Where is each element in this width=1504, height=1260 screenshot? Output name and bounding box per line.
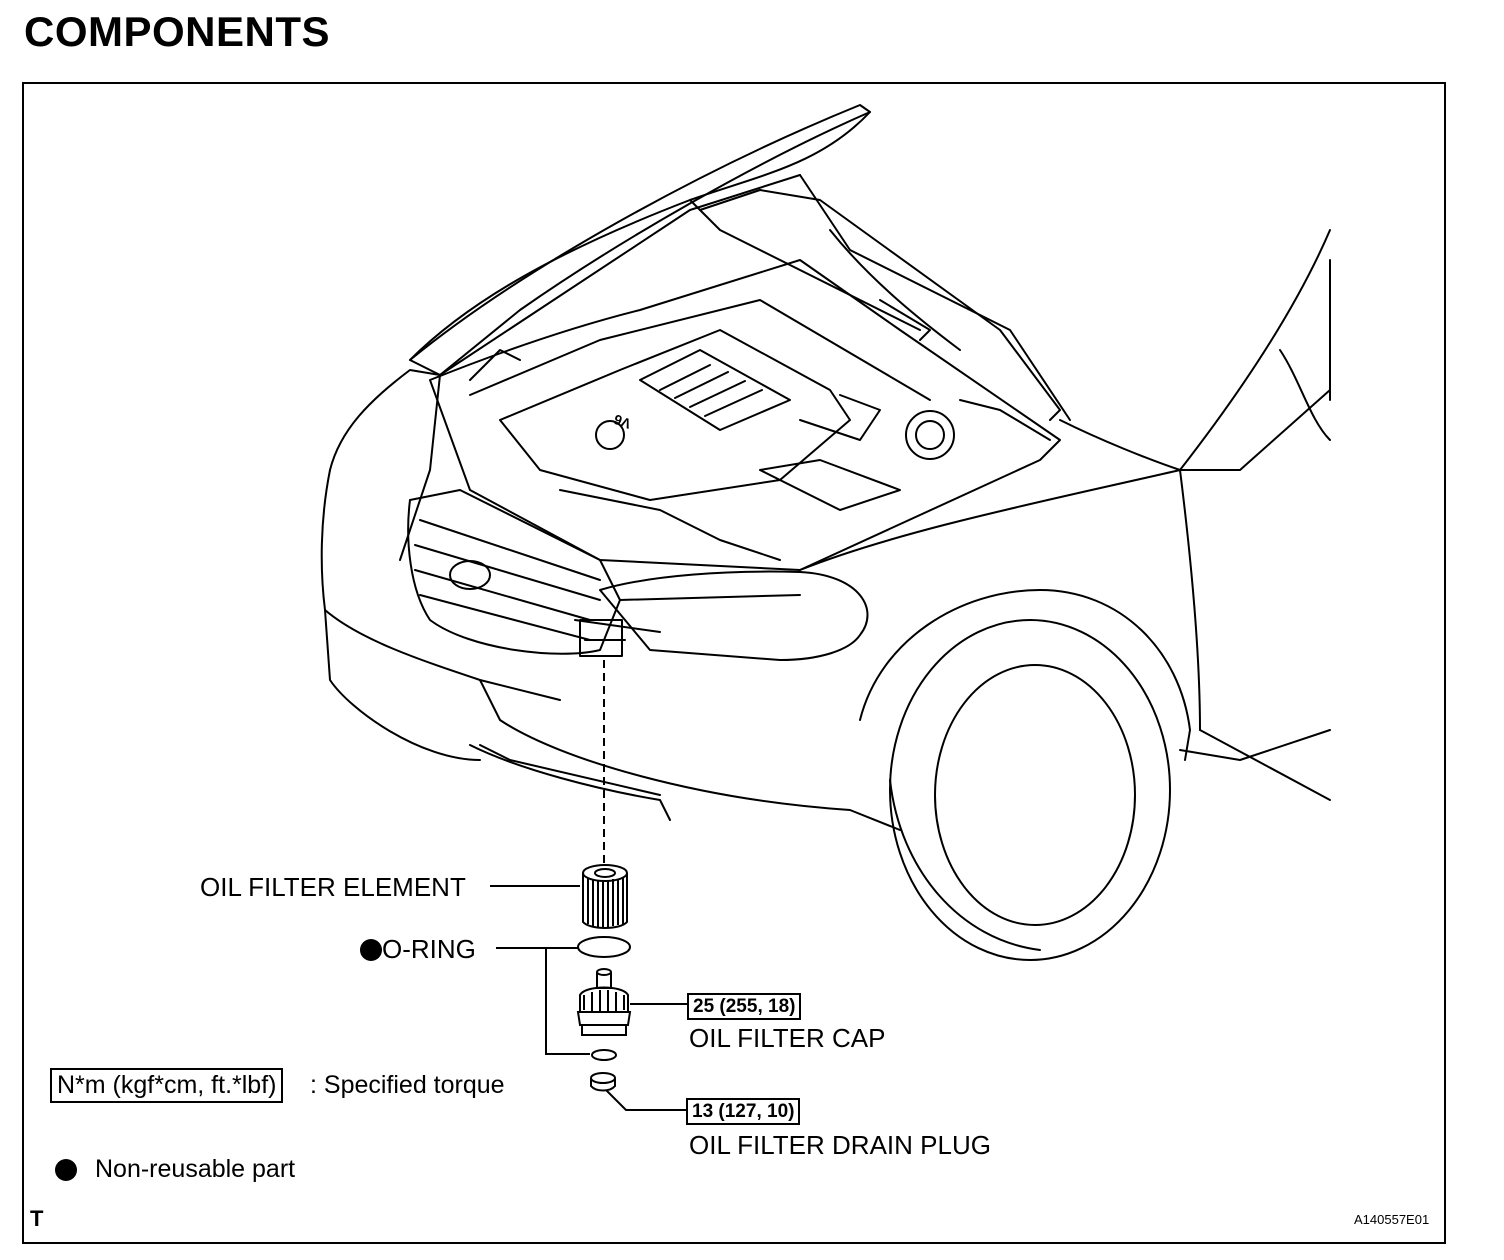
label-oil-filter-cap: OIL FILTER CAP: [689, 1023, 886, 1053]
legend-torque-text: : Specified torque: [310, 1071, 505, 1099]
wheel-arch: [859, 589, 1191, 761]
hood-leading-edge: [409, 111, 871, 361]
oil-filter-element-part: [582, 864, 628, 929]
label-oil-filter-element: OIL FILTER ELEMENT: [200, 872, 466, 902]
label-oil-filter-drain-plug: OIL FILTER DRAIN PLUG: [689, 1130, 991, 1160]
page-title: COMPONENTS: [24, 8, 331, 55]
leader-drain-plug: [605, 1089, 686, 1111]
tire-inner: [934, 664, 1136, 926]
drain-plug-gasket-part: [591, 1049, 617, 1061]
figure-id: A140557E01: [1354, 1212, 1430, 1227]
legend-non-reusable-text: Non-reusable part: [95, 1155, 296, 1183]
engine-badge: V6: [611, 411, 633, 432]
o-ring-part: [577, 936, 631, 958]
label-o-ring-row: O-RING: [360, 936, 476, 962]
oil-filter-drain-plug-part: [590, 1072, 616, 1092]
exploded-parts: [576, 864, 632, 1092]
hood-outline: [409, 104, 871, 376]
tire-outer: [889, 619, 1171, 961]
leader-o-ring: [496, 947, 590, 1055]
legend-non-reusable-icon: [55, 1159, 77, 1181]
label-o-ring: O-RING: [382, 934, 476, 964]
body-outline: [329, 369, 441, 561]
engine-cover: [499, 329, 851, 501]
oil-filter-cap-part: [576, 968, 632, 1036]
non-reusable-icon: [360, 939, 382, 961]
grille-emblem: [449, 560, 491, 590]
diagram-frame: [22, 82, 1446, 1244]
engine-bay-outline: [429, 259, 1061, 571]
leader-lines: [490, 885, 688, 1111]
grille: [407, 489, 621, 655]
front-bumper: [479, 679, 901, 831]
torque-oil-filter-cap: 25 (255, 18): [687, 993, 802, 1020]
legend-torque-unit: N*m (kgf*cm, ft.*lbf): [50, 1068, 284, 1103]
headlight: [599, 570, 869, 661]
torque-oil-filter-drain-plug: 13 (127, 10): [686, 1098, 801, 1125]
corner-mark: T: [30, 1206, 44, 1231]
